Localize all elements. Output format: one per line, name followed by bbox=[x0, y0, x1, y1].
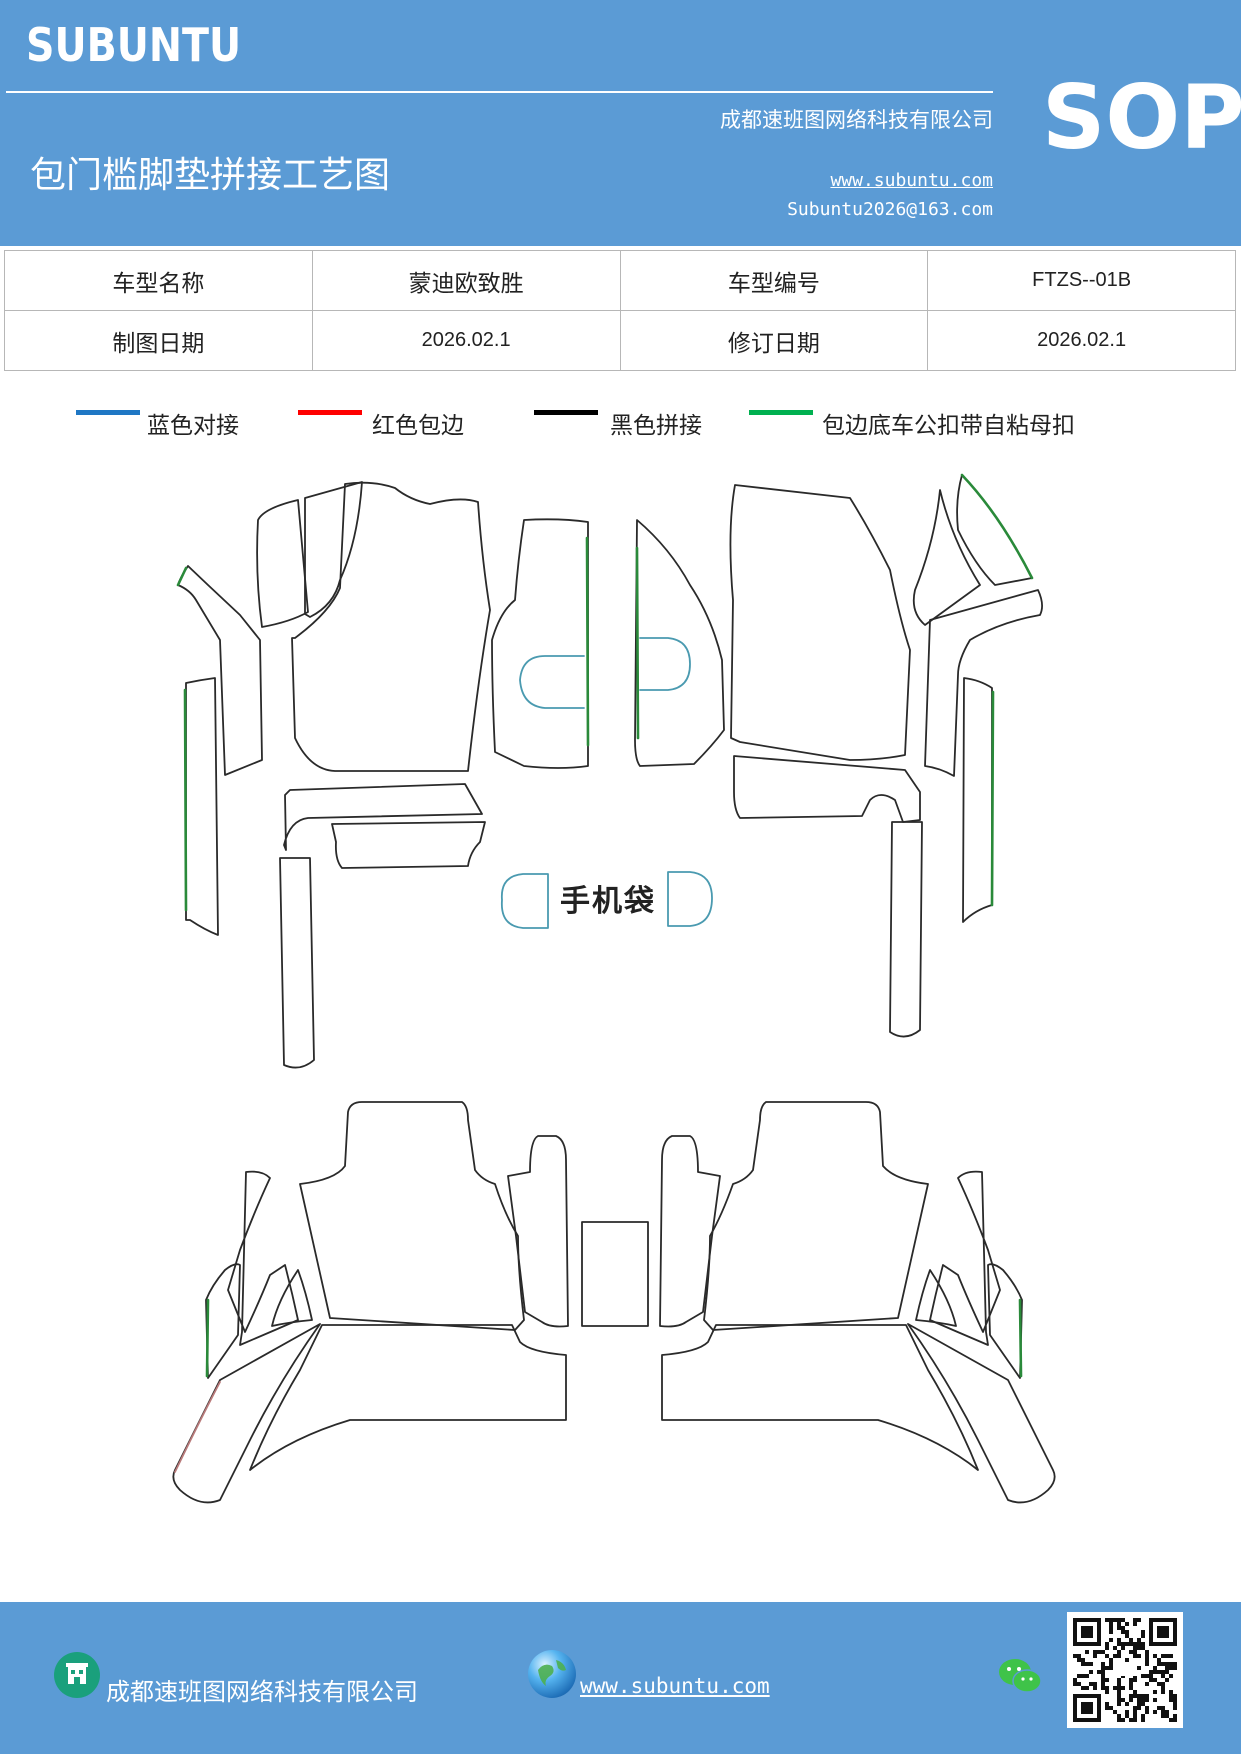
footer-banner: 成都速班图网络科技有限公司 www.subuntu.com bbox=[0, 1602, 1241, 1754]
piece-rear-left-inner-tri bbox=[271, 1269, 313, 1327]
legend-label: 红色包边 bbox=[372, 413, 464, 439]
piece-right-sill-strip bbox=[733, 755, 921, 823]
piece-right-outer-sill bbox=[962, 677, 993, 923]
velcro-rear-right-outer bbox=[1018, 1298, 1023, 1378]
info-table: 车型名称 蒙迪欧致胜 车型编号 FTZS--01B 制图日期 2026.02.1… bbox=[4, 250, 1236, 371]
legend-swatch-blue bbox=[76, 410, 140, 415]
wechat-icon[interactable] bbox=[996, 1654, 1044, 1698]
document-title: 包门槛脚垫拼接工艺图 bbox=[30, 155, 391, 196]
value-draw-date: 2026.02.1 bbox=[311, 310, 621, 371]
value-model-name: 蒙迪欧致胜 bbox=[311, 250, 621, 311]
piece-rear-right-inner-tri bbox=[915, 1269, 957, 1327]
butt-joint-right-pedal bbox=[639, 637, 691, 691]
header-divider bbox=[6, 91, 993, 93]
piece-rear-left-door-sill bbox=[172, 1323, 321, 1504]
piece-rear-right-main bbox=[703, 1101, 929, 1331]
piece-rear-right-outer bbox=[987, 1263, 1023, 1379]
piece-rear-center-tunnel bbox=[581, 1221, 649, 1327]
table-row: 制图日期 2026.02.1 修订日期 2026.02.1 bbox=[4, 310, 1236, 371]
piece-rear-left-floor bbox=[249, 1324, 567, 1471]
globe-icon bbox=[528, 1650, 576, 1698]
butt-joint-phone-right bbox=[667, 871, 713, 927]
velcro-front-right-pedal bbox=[635, 546, 640, 740]
piece-left-vertical-strip bbox=[279, 857, 315, 1069]
edge-rear-left-outline bbox=[174, 1381, 221, 1473]
piece-front-left-sliver bbox=[256, 499, 309, 628]
footer-company: 成都速班图网络科技有限公司 bbox=[106, 1678, 418, 1706]
piece-left-outer-sill bbox=[185, 677, 219, 936]
velcro-left-outer-sill bbox=[183, 688, 188, 912]
legend-swatch-black bbox=[534, 410, 598, 415]
velcro-left-top-tip bbox=[176, 566, 188, 587]
piece-rear-left-main bbox=[299, 1101, 525, 1331]
piece-rear-right-floor bbox=[661, 1324, 979, 1471]
piece-rear-right-tab bbox=[659, 1135, 721, 1328]
piece-left-sill-lower bbox=[331, 821, 486, 869]
legend-swatch-red bbox=[298, 410, 362, 415]
header-banner: SUBUNTU 成都速班图网络科技有限公司 包门槛脚垫拼接工艺图 www.sub… bbox=[0, 0, 1241, 246]
piece-front-right-pedal bbox=[634, 519, 725, 767]
piece-front-left-main bbox=[291, 481, 491, 772]
legend-label: 黑色拼接 bbox=[610, 413, 702, 439]
legend-swatch-green bbox=[749, 410, 813, 415]
header-email: Subuntu2026@163.com bbox=[787, 199, 993, 220]
legend: 蓝色对接 红色包边 黑色拼接 包边底车公扣带自粘母扣 bbox=[0, 396, 1241, 446]
piece-rear-right-door-sill bbox=[907, 1323, 1056, 1504]
piece-front-left-pillar bbox=[304, 481, 363, 618]
brand-logo: SUBUNTU bbox=[26, 18, 242, 72]
velcro-right-outer-sill bbox=[990, 690, 995, 907]
piece-rear-left-outer bbox=[205, 1263, 241, 1379]
piece-front-right-main bbox=[729, 484, 911, 761]
legend-label: 蓝色对接 bbox=[147, 413, 239, 439]
piece-front-left-sill-bracket bbox=[177, 565, 263, 776]
piece-rear-right-side bbox=[929, 1170, 1001, 1346]
sop-label: SOP bbox=[1042, 66, 1241, 169]
value-model-code: FTZS--01B bbox=[927, 250, 1236, 311]
phone-pocket-label: 手机袋 bbox=[560, 884, 656, 919]
label-draw-date: 制图日期 bbox=[4, 310, 313, 371]
piece-front-left-pedal bbox=[491, 518, 589, 769]
qr-code bbox=[1067, 1612, 1183, 1728]
pattern-drawing bbox=[172, 473, 1056, 1504]
header-company: 成都速班图网络科技有限公司 bbox=[720, 108, 993, 132]
label-model-code: 车型编号 bbox=[619, 250, 929, 311]
label-revision-date: 修订日期 bbox=[619, 310, 929, 371]
butt-joint-phone-left bbox=[500, 873, 549, 929]
piece-right-vertical-strip bbox=[889, 821, 923, 1038]
velcro-front-right-triangle bbox=[960, 473, 1034, 580]
velcro-front-left-pedal bbox=[585, 536, 590, 747]
velcro-rear-left-outer bbox=[205, 1298, 210, 1378]
table-row: 车型名称 蒙迪欧致胜 车型编号 FTZS--01B bbox=[4, 250, 1236, 311]
butt-joint-left-pedal bbox=[519, 655, 585, 709]
header-website-link[interactable]: www.subuntu.com bbox=[830, 170, 993, 191]
piece-left-sill-strip bbox=[283, 783, 483, 851]
building-icon bbox=[54, 1652, 100, 1698]
footer-website-link[interactable]: www.subuntu.com bbox=[580, 1674, 770, 1698]
value-revision-date: 2026.02.1 bbox=[927, 310, 1236, 371]
legend-label: 包边底车公扣带自粘母扣 bbox=[822, 413, 1075, 439]
piece-rear-left-side bbox=[227, 1170, 299, 1346]
piece-front-right-pillar-left bbox=[912, 489, 981, 626]
label-model-name: 车型名称 bbox=[4, 250, 313, 311]
piece-front-right-bracket bbox=[924, 589, 1043, 777]
piece-rear-left-tab bbox=[507, 1135, 569, 1328]
piece-front-right-triangle bbox=[956, 474, 1033, 586]
